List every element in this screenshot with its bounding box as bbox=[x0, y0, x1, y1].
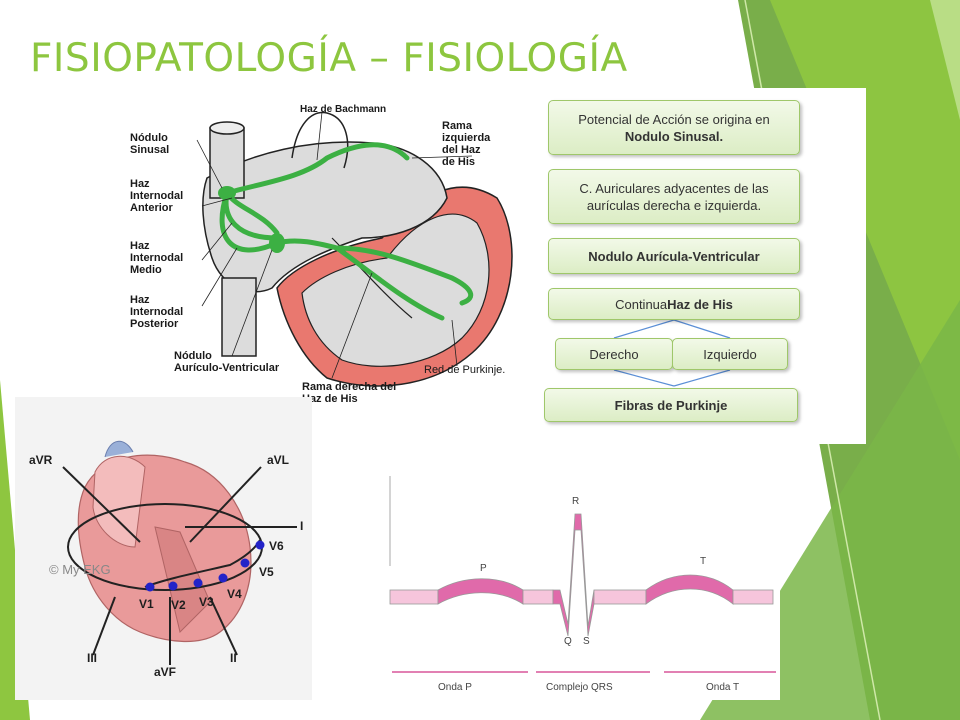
baseline-segment-pr bbox=[522, 589, 554, 605]
lead-avl: aVL bbox=[267, 453, 290, 467]
atria-body bbox=[202, 141, 448, 293]
ecg-leads-diagram: aVR aVL I V6 V5 V4 V3 V2 V1 III aVF II ©… bbox=[15, 397, 312, 700]
label-haz-internodal-posterior: Haz Internodal Posterior bbox=[130, 294, 184, 330]
flow-step4-bold: Haz de His bbox=[667, 296, 733, 312]
left-bundle-branch-path bbox=[334, 245, 474, 306]
inferior-vena-cava bbox=[221, 277, 257, 357]
p-wave bbox=[437, 578, 524, 605]
septum-shape bbox=[154, 526, 211, 633]
flow-branch-izquierdo: Izquierdo bbox=[672, 338, 788, 370]
baseline-segment-st bbox=[593, 589, 647, 605]
qrs-complex bbox=[552, 513, 595, 637]
label-haz-bachmann: Haz de Bachmann bbox=[300, 104, 387, 115]
ecg-label-q: Q bbox=[564, 636, 572, 647]
internodal-posterior-path bbox=[219, 190, 280, 253]
ecg-label-s: S bbox=[583, 636, 590, 647]
sinus-node bbox=[218, 186, 236, 200]
ecg-label-onda-t: Onda T bbox=[706, 682, 740, 693]
t-wave bbox=[645, 574, 734, 605]
flow-step-auriculares: C. Auriculares adyacentes de las aurícul… bbox=[548, 169, 800, 224]
baseline-segment-end bbox=[732, 589, 774, 605]
av-node bbox=[269, 233, 285, 253]
bachmann-bundle-path bbox=[224, 142, 410, 196]
watermark-my-ekg: © My EKG bbox=[49, 562, 111, 577]
right-bundle-branch-path bbox=[334, 245, 445, 321]
label-rama-derecha: Rama derecha del Haz de His bbox=[302, 381, 397, 405]
baseline-segment-start bbox=[389, 589, 439, 605]
lead-avf: aVF bbox=[154, 665, 177, 679]
flow-step-nodulo-av: Nodulo Aurícula-Ventricular bbox=[548, 238, 800, 274]
lead-v1: V1 bbox=[139, 597, 154, 611]
flow-step-purkinje: Fibras de Purkinje bbox=[544, 388, 798, 422]
lead-axes bbox=[62, 466, 297, 665]
flowchart-connectors bbox=[613, 319, 731, 387]
lead-v4: V4 bbox=[227, 587, 242, 601]
deco-shape-pale bbox=[930, 0, 960, 120]
flow-step-haz-his: Continua Haz de His bbox=[548, 288, 800, 320]
lead-v6: V6 bbox=[269, 539, 284, 553]
lead-v2: V2 bbox=[171, 598, 186, 612]
ecg-label-onda-p: Onda P bbox=[438, 682, 472, 693]
conduction-anatomy-diagram: Haz de Bachmann Nódulo Sinusal Haz Inter… bbox=[112, 98, 530, 408]
vena-cava-opening bbox=[209, 121, 245, 135]
flow-step3-label: Nodulo Aurícula-Ventricular bbox=[588, 248, 760, 264]
atrium-shape bbox=[92, 455, 146, 548]
label-nodulo-av: Nódulo Aurículo-Ventricular bbox=[174, 350, 280, 374]
ecg-label-p: P bbox=[480, 563, 487, 574]
label-nodulo-sinusal: Nódulo Sinusal bbox=[130, 132, 170, 156]
lead-iii: III bbox=[87, 651, 98, 665]
ecg-label-t: T bbox=[700, 556, 707, 567]
leads-drawing bbox=[62, 440, 297, 665]
flow-step-nodulo-sinusal: Potencial de Acción se origina en Nodulo… bbox=[548, 100, 800, 155]
label-red-purkinje: Red de Purkinje. bbox=[424, 364, 506, 376]
label-haz-internodal-anterior: Haz Internodal Anterior bbox=[130, 178, 184, 214]
label-haz-internodal-medio: Haz Internodal Medio bbox=[130, 240, 184, 276]
flow-step4-text: Continua bbox=[615, 296, 668, 312]
ecg-label-r: R bbox=[572, 496, 580, 507]
callout-lines bbox=[196, 111, 473, 379]
lead-v5: V5 bbox=[259, 565, 274, 579]
electrode-dots bbox=[145, 540, 265, 592]
ecg-waveform-diagram: P R Q S T Onda P Complejo QRS Onda T bbox=[388, 476, 780, 700]
flow-step1-bold: Nodulo Sinusal. bbox=[624, 129, 724, 144]
lead-i: I bbox=[300, 519, 304, 533]
vessel-top bbox=[104, 440, 134, 458]
flow-step1-text: Potencial de Acción se origina en bbox=[578, 112, 770, 127]
lead-ii: II bbox=[230, 651, 237, 665]
conduction-flowchart: Potencial de Acción se origina en Nodulo… bbox=[530, 88, 866, 444]
ecg-label-complejo-qrs: Complejo QRS bbox=[546, 682, 613, 693]
heart-anatomy-drawing bbox=[196, 111, 513, 387]
flow-step5-label: Fibras de Purkinje bbox=[614, 397, 728, 413]
flow-branch-derecho: Derecho bbox=[555, 338, 673, 370]
lead-v3: V3 bbox=[199, 595, 214, 609]
ecg-waveform-drawing bbox=[389, 476, 776, 673]
slide-title: FISIOPATOLOGÍA – FISIOLOGÍA bbox=[30, 36, 628, 81]
label-rama-izquierda: Rama izquierda del Haz de His bbox=[442, 120, 491, 168]
lead-avr: aVR bbox=[29, 453, 53, 467]
aortic-arch bbox=[291, 111, 349, 169]
